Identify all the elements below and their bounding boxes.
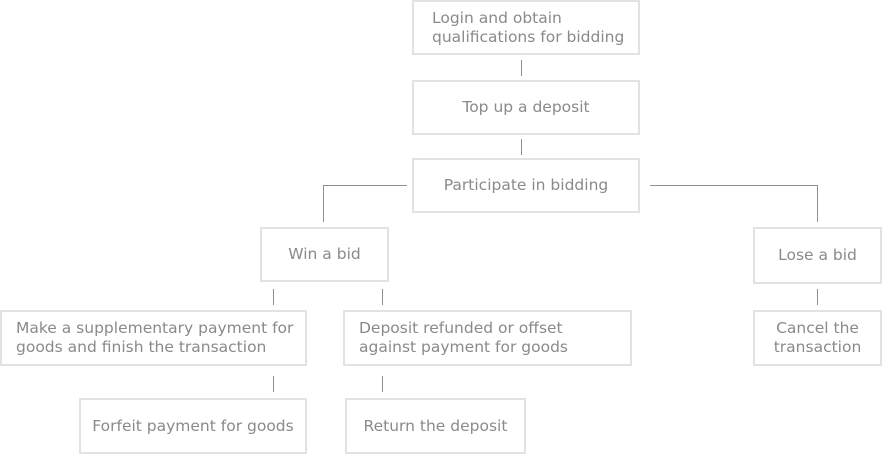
node-topup: Top up a deposit bbox=[412, 80, 640, 135]
node-forfeit: Forfeit payment for goods bbox=[79, 398, 307, 454]
node-win: Win a bid bbox=[260, 227, 389, 282]
connector-win-refund bbox=[382, 289, 383, 305]
node-return: Return the deposit bbox=[345, 398, 526, 454]
node-participate: Participate in bidding bbox=[412, 158, 640, 213]
node-cancel-label: Cancel the transaction bbox=[773, 319, 862, 356]
node-refund: Deposit refunded or offset against payme… bbox=[343, 310, 632, 366]
node-login: Login and obtain qualifications for bidd… bbox=[412, 0, 640, 55]
node-login-label: Login and obtain qualifications for bidd… bbox=[432, 8, 625, 46]
connector-topup-participate bbox=[521, 139, 522, 155]
connector-participate-win-horizontal bbox=[323, 185, 407, 186]
connector-login-topup bbox=[521, 60, 522, 76]
node-supplementary-label: Make a supplementary payment for goods a… bbox=[16, 319, 294, 356]
node-win-label: Win a bid bbox=[288, 245, 361, 263]
connector-participate-win-vertical bbox=[323, 185, 324, 222]
node-refund-label: Deposit refunded or offset against payme… bbox=[359, 319, 568, 356]
connector-lose-cancel bbox=[817, 289, 818, 305]
connector-supplementary-forfeit bbox=[273, 376, 274, 392]
node-forfeit-label: Forfeit payment for goods bbox=[92, 416, 294, 435]
connector-win-supplementary bbox=[273, 289, 274, 305]
node-lose-label: Lose a bid bbox=[778, 246, 857, 264]
connector-participate-lose-vertical bbox=[817, 185, 818, 222]
node-return-label: Return the deposit bbox=[363, 416, 508, 435]
node-lose: Lose a bid bbox=[753, 227, 882, 284]
node-topup-label: Top up a deposit bbox=[462, 98, 590, 116]
connector-refund-return bbox=[382, 376, 383, 392]
connector-participate-lose-horizontal bbox=[650, 185, 818, 186]
node-participate-label: Participate in bidding bbox=[443, 176, 609, 194]
node-cancel: Cancel the transaction bbox=[753, 310, 882, 366]
node-supplementary: Make a supplementary payment for goods a… bbox=[0, 310, 307, 366]
